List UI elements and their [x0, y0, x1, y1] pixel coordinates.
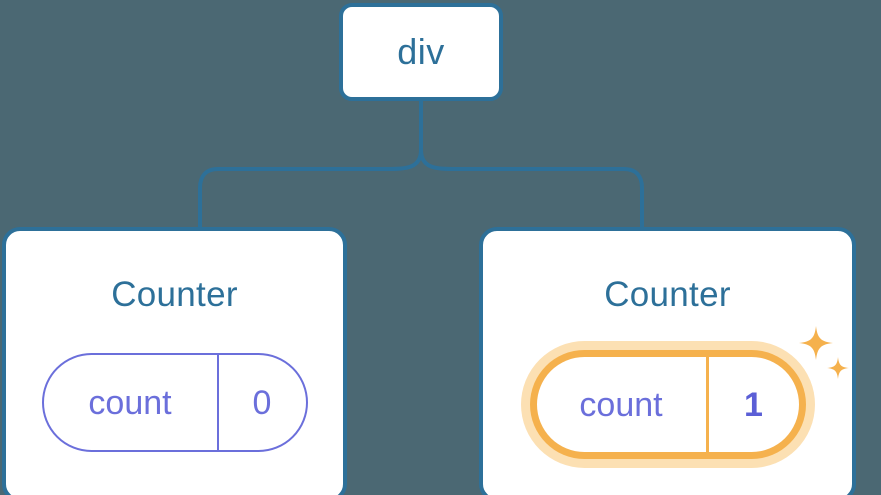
state-pill-right-ring: count 1 [529, 350, 806, 459]
card-counter-right[interactable]: Counter count 1 [479, 227, 856, 495]
state-key-left: count [44, 355, 219, 450]
card-title-left: Counter [111, 275, 238, 314]
node-div-label: div [397, 31, 445, 72]
card-title-right: Counter [604, 275, 731, 314]
connector-branch-left [198, 148, 423, 229]
card-counter-left[interactable]: Counter count 0 [2, 227, 347, 495]
state-pill-wrap-right: count 1 [483, 341, 852, 468]
state-value-left: 0 [252, 383, 272, 422]
state-pill-wrap-left: count 0 [6, 353, 343, 452]
state-pill-right[interactable]: count 1 [536, 357, 799, 452]
node-div[interactable]: div [339, 3, 503, 101]
state-pill-left[interactable]: count 0 [41, 353, 308, 452]
connector-branch-right [419, 148, 644, 229]
state-key-right: count [537, 357, 709, 452]
state-pill-right-glow: count 1 [520, 341, 815, 468]
state-value-right: 1 [744, 385, 763, 424]
